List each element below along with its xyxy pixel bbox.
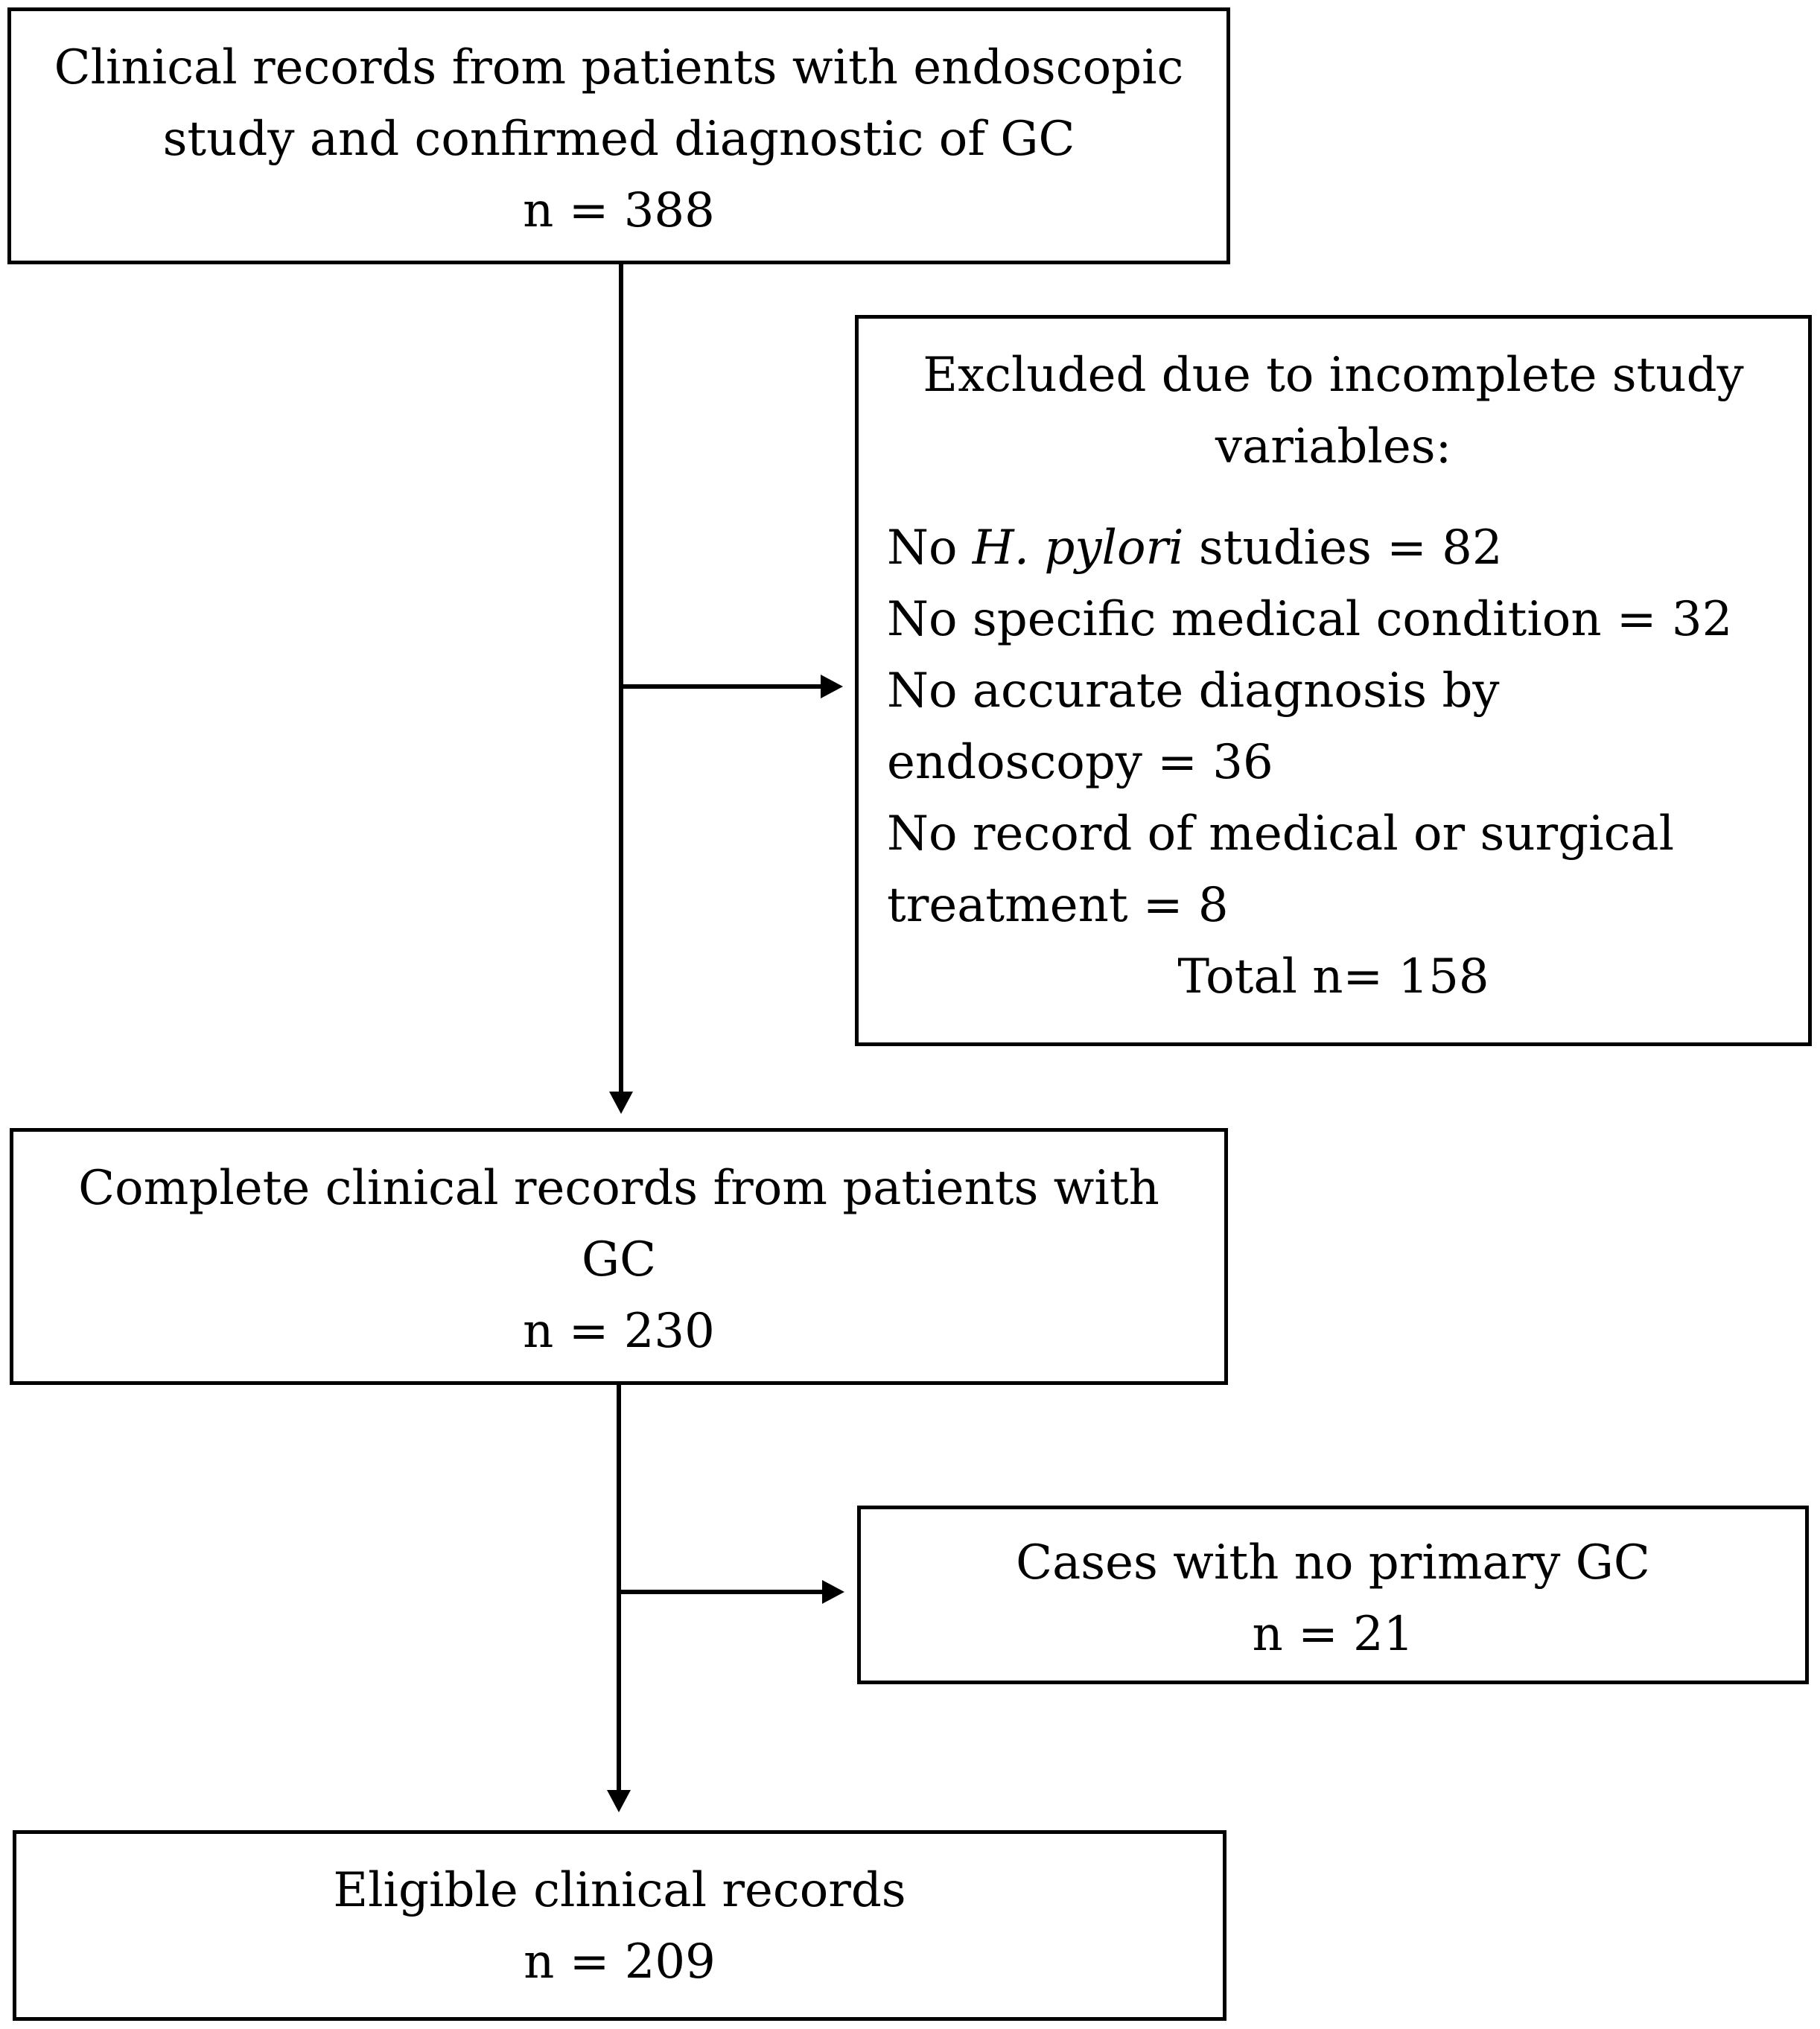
arrowhead-complete [609, 1092, 633, 1114]
no-primary-line-1: Cases with no primary GC [1016, 1535, 1650, 1590]
item1-prefix: No [887, 520, 973, 576]
eligible-count: n = 209 [524, 1934, 716, 1990]
complete-count: n = 230 [523, 1304, 715, 1359]
excluded-item-treatment-a: No record of medical or surgical [887, 806, 1675, 861]
arrowhead-no-primary [822, 1580, 844, 1604]
excluded-title-1: Excluded due to incomplete study [923, 348, 1744, 403]
eligible-line-1: Eligible clinical records [333, 1863, 906, 1918]
arrowhead-eligible [607, 1790, 631, 1812]
no-primary-count: n = 21 [1252, 1607, 1414, 1662]
initial-count: n = 388 [523, 183, 715, 238]
arrowhead-excluded [821, 675, 843, 698]
complete-line-2: GC [581, 1232, 657, 1287]
box-complete-records: Complete clinical records from patients … [10, 1128, 1228, 1385]
excluded-total: Total n= 158 [1177, 949, 1489, 1004]
item1-suffix: studies = 82 [1183, 520, 1503, 576]
box-no-primary: Cases with no primary GC n = 21 [857, 1506, 1809, 1684]
box-eligible: Eligible clinical records n = 209 [13, 1830, 1226, 2021]
excluded-item-hpylori: No H. pylori studies = 82 [887, 512, 1808, 584]
excluded-title-2: variables: [1215, 419, 1452, 474]
excluded-item-diagnosis-a: No accurate diagnosis by [887, 663, 1500, 719]
excluded-item-condition: No specific medical condition = 32 [887, 592, 1733, 647]
excluded-item-diagnosis-b: endoscopy = 36 [887, 735, 1273, 790]
box-excluded: Excluded due to incomplete study variabl… [855, 315, 1812, 1046]
initial-line-2: study and confirmed diagnostic of GC [162, 112, 1075, 167]
item1-italic: H. pylori [972, 520, 1184, 576]
initial-line-1: Clinical records from patients with endo… [54, 40, 1184, 95]
excluded-item-treatment-b: treatment = 8 [887, 878, 1229, 933]
complete-line-1: Complete clinical records from patients … [78, 1161, 1159, 1216]
box-initial-records: Clinical records from patients with endo… [7, 7, 1230, 264]
